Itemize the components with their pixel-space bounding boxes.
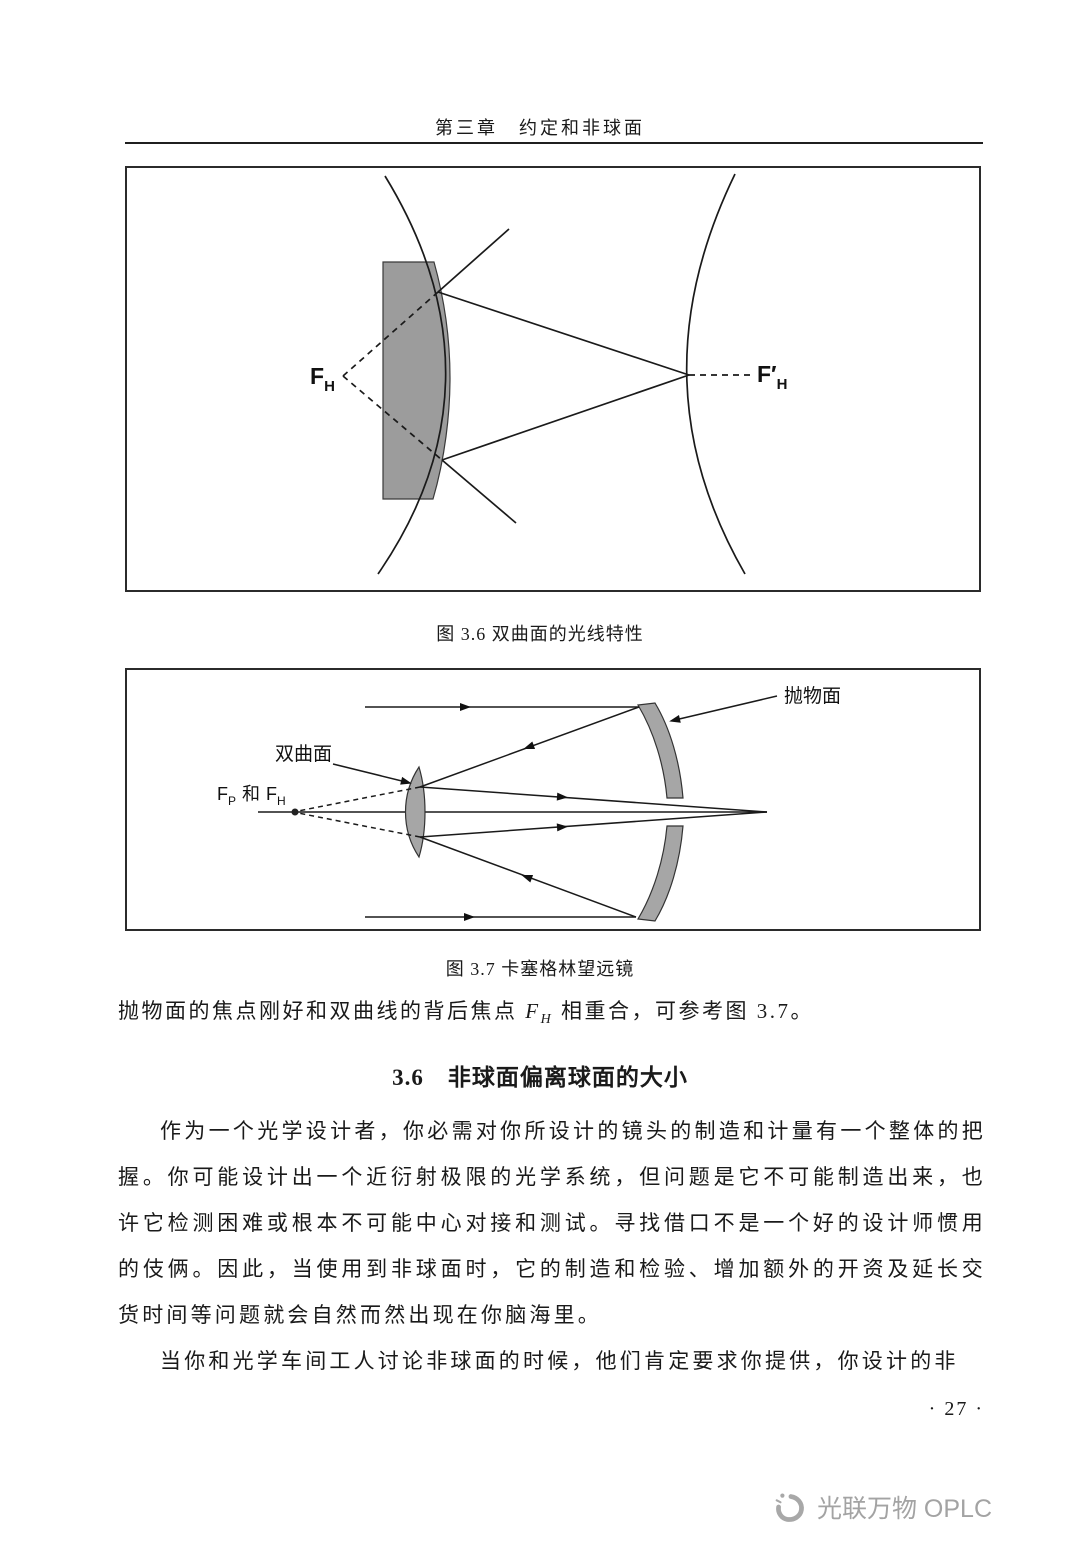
figure-3-6-canvas: FH F′H bbox=[310, 173, 787, 575]
header-rule bbox=[125, 142, 983, 144]
watermark: 光联万物 OPLC bbox=[771, 1488, 992, 1526]
hyperbolic-mirror bbox=[382, 261, 451, 500]
arrowhead-icon bbox=[556, 792, 568, 801]
secondary-mirror bbox=[405, 765, 426, 859]
hyperbola-right-branch bbox=[685, 173, 746, 575]
body-paragraph-1: 作为一个光学设计者，你必需对你所设计的镜头的制造和计量有一个整体的把握。你可能设… bbox=[118, 1119, 986, 1327]
figure-3-6-caption: 图 3.6 双曲面的光线特性 bbox=[436, 624, 644, 644]
oplc-logo-icon bbox=[775, 1493, 804, 1522]
parabola-label: 抛物面 bbox=[784, 685, 841, 707]
arrowhead-icon bbox=[669, 714, 681, 723]
body-text: 作为一个光学设计者，你必需对你所设计的镜头的制造和计量有一个整体的把握。你可能设… bbox=[118, 1108, 986, 1384]
watermark-text: 光联万物 OPLC bbox=[816, 1495, 992, 1523]
arrowheads bbox=[400, 703, 681, 921]
virtual-extension-bottom bbox=[297, 812, 421, 838]
parabola-leader-line bbox=[674, 695, 778, 721]
hyperbola-left-branch bbox=[377, 175, 447, 575]
fh-symbol: F bbox=[525, 999, 541, 1023]
arrowhead-icon bbox=[523, 741, 536, 750]
chapter-header: 第三章 约定和非球面 bbox=[435, 118, 645, 138]
body-paragraph-2: 当你和光学车间工人讨论非球面的时候，他们肯定要求你提供，你设计的非 bbox=[160, 1349, 959, 1373]
focus-point bbox=[291, 808, 299, 816]
final-ray-bottom bbox=[419, 811, 768, 838]
primary-mirror-upper bbox=[637, 702, 684, 799]
arrowhead-icon bbox=[556, 823, 568, 832]
virtual-extension-top bbox=[297, 786, 421, 812]
paragraph-figure-ref: 抛物面的焦点刚好和双曲线的背后焦点 FH 相重合，可参考图 3.7。 bbox=[118, 995, 986, 1028]
right-focus-label: F′H bbox=[757, 361, 787, 393]
figure-3-6-drawing bbox=[342, 173, 753, 575]
text-run: 抛物面的焦点刚好和双曲线的背后焦点 bbox=[118, 999, 526, 1023]
final-ray-top bbox=[419, 786, 768, 813]
figure-3-6: FH F′H bbox=[125, 166, 981, 592]
arrowhead-icon bbox=[464, 913, 475, 921]
reflected-ray-upper bbox=[437, 291, 690, 376]
incident-ray-upper bbox=[437, 228, 510, 293]
figure-3-7-caption: 图 3.7 卡塞格林望远镜 bbox=[445, 959, 635, 979]
primary-mirror-lower bbox=[637, 825, 684, 922]
arrowhead-icon bbox=[521, 874, 534, 883]
arrowhead-icon bbox=[460, 703, 471, 711]
incident-ray-lower bbox=[441, 459, 517, 524]
left-focus-label: FH bbox=[310, 363, 335, 395]
arrowhead-icon bbox=[400, 776, 412, 785]
hyperbola-label: 双曲面 bbox=[275, 743, 332, 765]
fh-subscript: H bbox=[540, 1012, 554, 1028]
hyperbola-leader-line bbox=[332, 763, 407, 783]
text-run: 相重合，可参考图 3.7。 bbox=[553, 999, 814, 1023]
section-heading: 3.6 非球面偏离球面的大小 bbox=[392, 1065, 688, 1090]
page-number: · 27 · bbox=[928, 1398, 984, 1420]
reflected-ray-lower bbox=[441, 374, 690, 461]
figure-3-7-drawing bbox=[258, 695, 778, 922]
